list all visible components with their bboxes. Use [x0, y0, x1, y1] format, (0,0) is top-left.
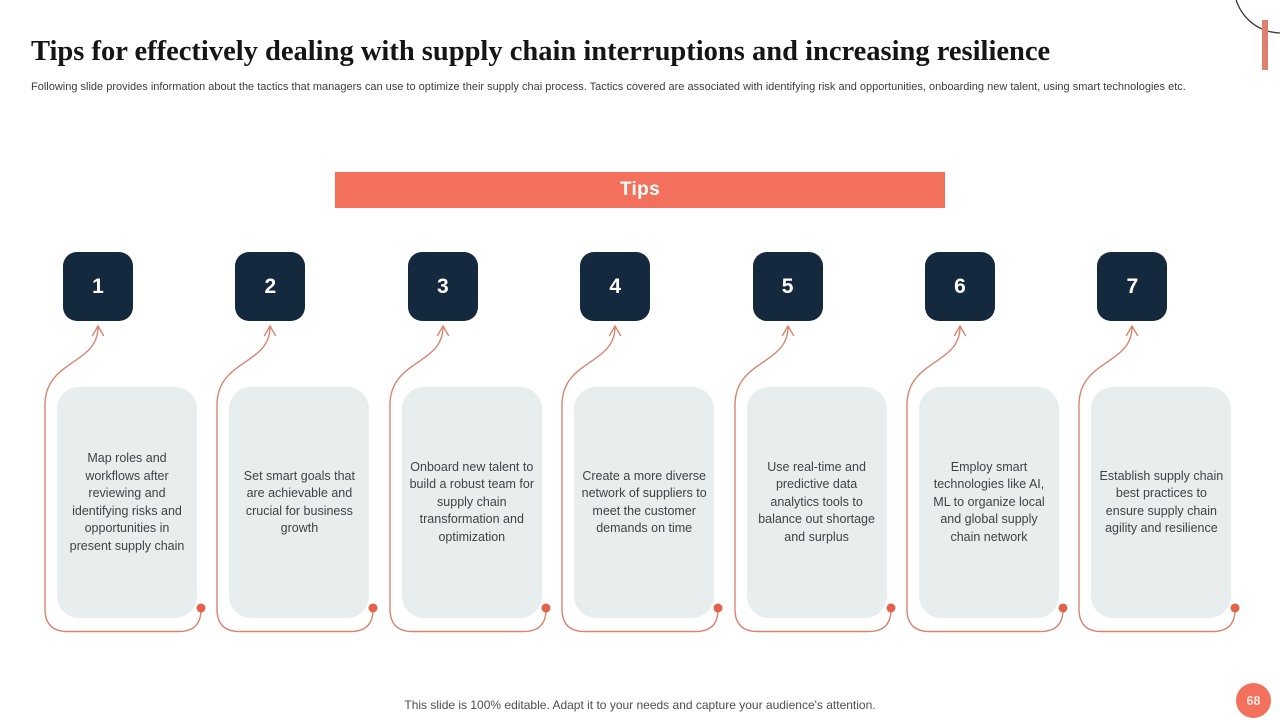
connector-line: [44, 327, 202, 633]
tip-text: Map roles and workflows after reviewing …: [69, 451, 185, 553]
tips-columns: 1 Map roles and workflows after reviewin…: [0, 252, 1280, 652]
decorative-circle-icon: [1235, 0, 1280, 34]
connector-endpoint-dot: [713, 603, 723, 613]
connector-endpoint-dot: [1230, 603, 1240, 613]
tip-column: 1 Map roles and workflows after reviewin…: [44, 252, 210, 648]
connector-arrow: [44, 324, 206, 633]
tip-card: Employ smart technologies like AI, ML to…: [919, 387, 1059, 618]
connector-line: [561, 327, 719, 633]
tip-column: 2 Set smart goals that are achievable an…: [216, 252, 382, 648]
tip-number: 1: [92, 274, 104, 298]
arrowhead-icon: [436, 324, 449, 337]
tip-column: 3 Onboard new talent to build a robust t…: [389, 252, 555, 648]
connector-endpoint-dot: [368, 603, 378, 613]
tip-text: Use real-time and predictive data analyt…: [758, 459, 875, 544]
connector-endpoint-dot: [1058, 603, 1068, 613]
connector-arrow: [733, 324, 896, 633]
tip-number: 5: [781, 274, 794, 298]
tip-column: 5 Use real-time and predictive data anal…: [733, 252, 900, 648]
arrowhead-icon: [91, 324, 105, 337]
tip-text: Create a more diverse network of supplie…: [581, 468, 707, 536]
arrowhead-icon: [953, 324, 967, 337]
arrowhead-icon: [608, 324, 622, 337]
tip-number-box: 6: [925, 252, 995, 321]
connector-line: [389, 327, 547, 633]
tips-banner-label: Tips: [619, 179, 661, 200]
tip-card: Onboard new talent to build a robust tea…: [401, 387, 542, 618]
arrowhead-icon: [1126, 324, 1139, 337]
connector-endpoint-dot: [541, 603, 551, 613]
tip-text: Employ smart technologies like AI, ML to…: [933, 459, 1045, 544]
tip-card: Set smart goals that are achievable and …: [229, 387, 370, 618]
connector-arrow: [561, 324, 723, 633]
tip-text: Onboard new talent to build a robust tea…: [409, 459, 534, 544]
tip-number: 4: [609, 274, 622, 298]
tip-number: 2: [264, 274, 277, 298]
decorative-accent-bar: [1262, 20, 1268, 70]
connector-arrow: [389, 324, 551, 633]
tip-card: Create a more diverse network of supplie…: [574, 387, 715, 618]
tip-number: 7: [1126, 274, 1139, 298]
connector-endpoint-dot: [886, 603, 896, 613]
tip-number-box: 1: [63, 252, 133, 321]
arrowhead-icon: [781, 324, 794, 337]
tip-text: Establish supply chain best practices to…: [1099, 468, 1224, 536]
tip-card: Use real-time and predictive data analyt…: [746, 387, 887, 618]
tip-column: 4 Create a more diverse network of suppl…: [561, 252, 727, 648]
tip-card: Establish supply chain best practices to…: [1091, 387, 1232, 618]
connector-arrow: [1078, 324, 1240, 633]
slide-title: Tips for effectively dealing with supply…: [31, 36, 1051, 67]
tip-number: 6: [954, 274, 966, 298]
tip-number-box: 3: [407, 252, 478, 321]
connector-line: [216, 327, 375, 633]
tip-number-box: 5: [752, 252, 823, 321]
tip-number: 3: [436, 274, 449, 298]
connector-arrow: [906, 324, 1068, 633]
tip-number-box: 7: [1097, 252, 1168, 321]
tip-number-box: 2: [235, 252, 306, 321]
tip-column: 6 Employ smart technologies like AI, ML …: [906, 252, 1072, 648]
connector-line: [1078, 327, 1237, 633]
tips-banner: Tips: [335, 172, 945, 208]
tip-text: Set smart goals that are achievable and …: [243, 468, 355, 536]
tip-number-box: 4: [580, 252, 651, 321]
footer-note: This slide is 100% editable. Adapt it to…: [404, 698, 876, 712]
arrowhead-icon: [264, 324, 277, 337]
slide-subtitle: Following slide provides information abo…: [31, 81, 1186, 93]
tip-card: Map roles and workflows after reviewing …: [57, 387, 197, 618]
connector-endpoint-dot: [196, 603, 206, 613]
connector-arrow: [216, 324, 378, 633]
connector-line: [906, 327, 1064, 633]
page-number-badge: 68: [1236, 683, 1271, 718]
tip-column: 7 Establish supply chain best practices …: [1078, 252, 1244, 648]
connector-line: [733, 327, 892, 633]
